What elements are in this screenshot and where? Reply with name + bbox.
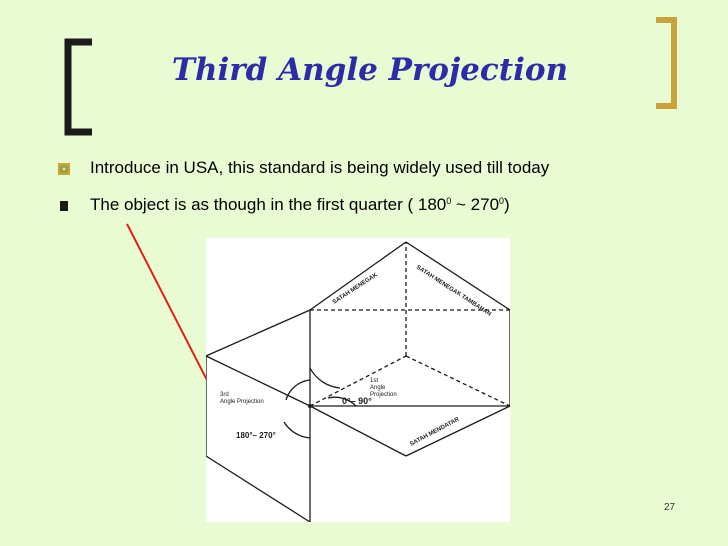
page-number: 27 [664, 502, 676, 513]
label-angle-180-270: 180°– 270° [236, 431, 276, 440]
right-bracket-decoration [656, 17, 677, 109]
label-third-angle-line-1: 3rd [220, 392, 229, 398]
projection-diagram: SATAH MENEGAK SATAH MENEGAK TAMBAHAN SAT… [205, 238, 511, 523]
bullet-text: The object is as though in the first qua… [90, 195, 510, 214]
label-third-angle-line-2: Angle Projection [220, 399, 264, 405]
label-satah-mendatar: SATAH MENDATAR [409, 416, 461, 447]
bullet-text: Introduce in USA, this standard is being… [90, 158, 550, 177]
square-bullet-icon [56, 198, 72, 219]
slide-title: Third Angle Projection [171, 52, 569, 88]
label-first-angle-line-1: 1st [370, 378, 378, 384]
label-angle-0-90: 0°– 90° [342, 396, 372, 406]
label-first-angle-line-2: Angle [370, 385, 386, 391]
left-bracket-decoration [64, 38, 92, 136]
label-first-angle-line-3: Projection [370, 392, 397, 398]
flower-bullet-icon [56, 161, 72, 182]
